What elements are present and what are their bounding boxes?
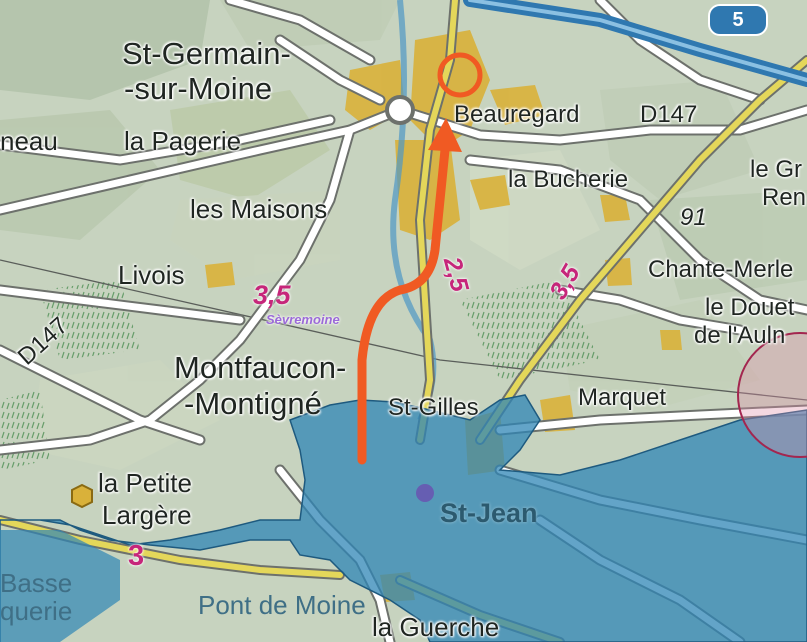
label-querie: querie [0,596,73,626]
marker-purple-dot-icon [416,484,434,502]
label-st-germain-1: St-Germain- [122,36,291,71]
label-st-germain-2: -sur-Moine [124,71,273,106]
label-montigne: -Montigné [184,386,322,421]
highway [463,0,807,87]
label-road-3: 3 [128,540,145,572]
label-le-gr: le Gr [750,156,803,183]
label-montfaucon: Montfaucon- [174,350,347,385]
label-marquet: Marquet [578,384,667,411]
label-sevremoine: Sèvremoine [266,312,340,327]
power-line [0,259,807,401]
label-st-jean: St-Jean [440,498,538,528]
label-basse: Basse [0,568,73,598]
label-la-petite: la Petite [98,468,192,498]
label-neau: neau [0,126,58,156]
label-elevation-35-left: 3,5 [253,280,291,310]
water-zone [0,394,807,642]
label-ren: Ren [762,184,807,211]
label-de-laulne: de l'Auln [694,322,786,349]
label-st-gilles: St-Gilles [388,394,479,421]
label-chante-merle: Chante-Merle [648,256,794,283]
label-livois: Livois [118,260,185,290]
zone-circle [737,332,807,458]
label-d147-top: D147 [640,101,698,128]
label-la-bucherie: la Bucherie [508,166,629,193]
label-beauregard: Beauregard [454,101,580,128]
label-pont-de-moine: Pont de Moine [198,590,366,620]
label-largere: Largère [102,500,192,530]
circle-marker-icon [437,52,483,98]
roundabout [385,95,415,125]
marker-hexagon-icon [71,483,93,509]
route-arrow-icon [357,118,462,465]
route-shield-badge: 5 [708,4,768,36]
label-la-guerche: la Guerche [372,612,500,642]
label-91: 91 [680,204,707,231]
label-le-douet: le Douet [705,294,795,321]
label-la-pagerie: la Pagerie [124,126,242,156]
label-les-maisons: les Maisons [190,194,328,224]
water-zone-left [0,530,120,642]
